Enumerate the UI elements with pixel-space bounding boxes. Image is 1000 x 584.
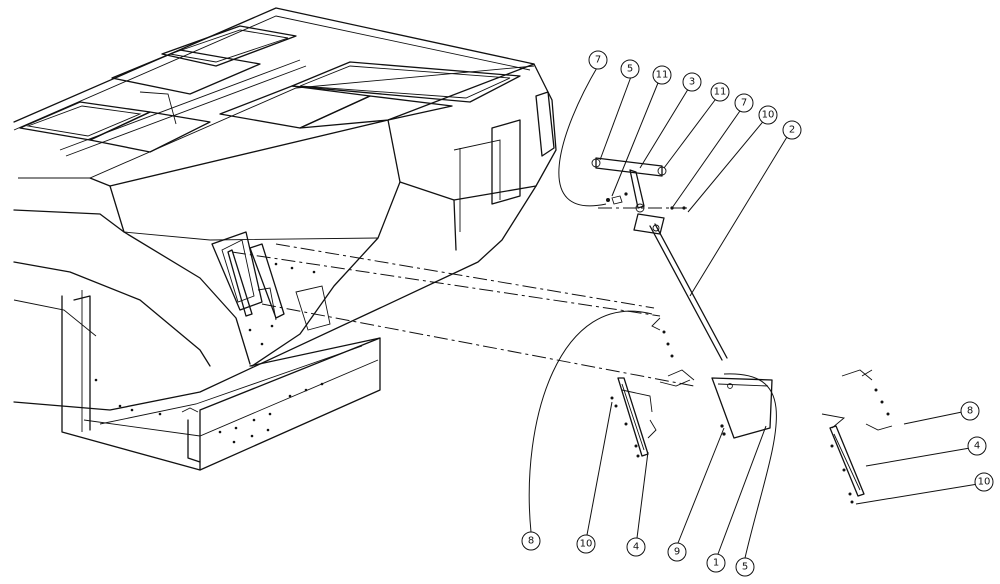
callout-8-right: 8 bbox=[960, 401, 980, 421]
callout-5-bottom: 5 bbox=[735, 557, 755, 577]
callout-3: 3 bbox=[682, 72, 702, 92]
callout-8-bottom: 8 bbox=[521, 531, 541, 551]
callout-10-right: 10 bbox=[974, 472, 994, 492]
callout-label: 7 bbox=[741, 98, 747, 109]
callout-10-bottom-left: 10 bbox=[576, 534, 596, 554]
gate-plate bbox=[711, 377, 773, 439]
callout-4-right: 4 bbox=[967, 436, 987, 456]
callout-label: 8 bbox=[528, 536, 534, 547]
callout-1: 1 bbox=[706, 553, 726, 573]
callout-label: 10 bbox=[978, 477, 991, 488]
hopper-body bbox=[13, 7, 557, 471]
callout-9: 9 bbox=[667, 542, 687, 562]
callout-10-top: 10 bbox=[758, 105, 778, 125]
callout-4-bottom-left: 4 bbox=[626, 537, 646, 557]
callout-label: 4 bbox=[633, 542, 639, 553]
callout-label: 5 bbox=[742, 562, 748, 573]
leader-lines bbox=[528, 65, 979, 559]
callout-label: 10 bbox=[762, 110, 775, 121]
callout-label: 2 bbox=[789, 125, 795, 136]
callout-label: 3 bbox=[689, 77, 695, 88]
callout-2: 2 bbox=[782, 120, 802, 140]
projection-lines bbox=[231, 207, 695, 387]
callout-7-top: 7 bbox=[588, 50, 608, 70]
callout-7-right: 7 bbox=[734, 93, 754, 113]
callout-label: 8 bbox=[967, 406, 973, 417]
callout-label: 11 bbox=[714, 87, 727, 98]
left-guide-assembly bbox=[610, 317, 695, 458]
callout-label: 11 bbox=[656, 70, 669, 81]
callout-label: 9 bbox=[674, 547, 680, 558]
callout-11-top: 11 bbox=[652, 65, 672, 85]
callout-label: 10 bbox=[580, 539, 593, 550]
callout-label: 1 bbox=[713, 558, 719, 569]
callout-5-top: 5 bbox=[620, 59, 640, 79]
callout-label: 4 bbox=[974, 441, 980, 452]
callout-label: 5 bbox=[627, 64, 633, 75]
right-guide-assembly bbox=[821, 369, 893, 504]
hopper-bolt-holes bbox=[94, 262, 324, 444]
callout-label: 7 bbox=[595, 55, 601, 66]
callout-11-right: 11 bbox=[710, 82, 730, 102]
